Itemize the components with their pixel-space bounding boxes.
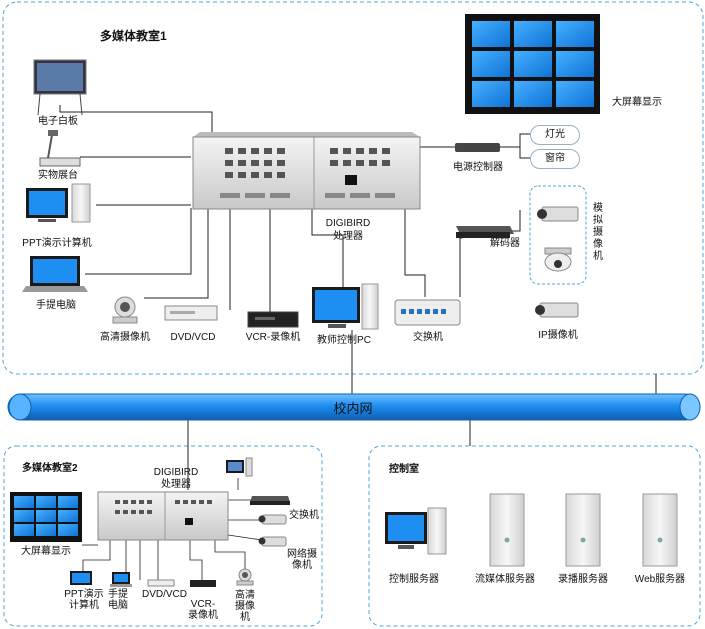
power-controller-label: 电源控制器 [453,162,503,173]
recording-server-icon [565,493,601,567]
hd-camera-2-label: 高清摄像机 [235,590,255,623]
analog-camera-label: 模拟摄像机 [593,203,603,262]
recording-server-label: 录播服务器 [558,574,608,585]
decoder-label: 解码器 [490,238,520,249]
vcr-2-icon [190,580,216,587]
analog-camera-group [529,185,587,285]
analog-camera-box-icon [537,206,579,222]
dvd-icon [164,305,218,321]
teacher-pc-label: 教师控制PC [317,335,371,346]
net-camera-2a-icon [258,514,287,525]
campus-network-pipe [7,393,701,421]
hd-camera-2-icon [236,568,254,586]
curtain-label: 窗帘 [530,149,580,169]
power-controller-icon [455,143,500,152]
ip-camera-icon [535,302,579,318]
laptop-label: 手提电脑 [36,300,76,311]
ppt-pc-2-label: PPT演示计算机 [64,589,104,611]
classroom1-title: 多媒体教室1 [100,29,167,43]
big-screen-2-label: 大屏幕显示 [21,546,71,557]
web-server-icon [642,493,678,567]
processor-2-label-line1: DIGIBIRD [153,467,199,478]
dvd-2-icon [147,579,175,587]
analog-camera-dome-icon [544,247,572,272]
hd-camera-icon [112,296,138,324]
streaming-server-label: 流媒体服务器 [475,574,535,585]
teacher-pc-icon [312,283,379,330]
control-server-label: 控制服务器 [389,574,439,585]
classroom2-title: 多媒体教室2 [22,463,78,474]
decoder-icon [456,226,514,238]
control-server-icon [385,507,447,555]
whiteboard-icon [33,59,87,116]
processor-2-label-line2: 处理器 [161,479,191,490]
vcr-2-label: VCR-录像机 [188,599,218,621]
vcr-label: VCR-录像机 [245,332,301,343]
big-screen-2 [10,492,82,542]
switch-label: 交换机 [413,332,443,343]
visualizer-label: 实物展台 [38,170,78,181]
vcr-icon [247,311,299,328]
net-camera-2-label: 网络摄像机 [287,549,317,571]
net-camera-2b-icon [258,536,287,547]
processor-1-label-line1: DIGIBIRD [325,218,371,229]
big-screen-1-label: 大屏幕显示 [612,97,662,108]
big-screen-1 [465,14,600,114]
laptop-icon [22,256,88,292]
processor-1-label-line2: 处理器 [333,231,363,242]
dvd-label: DVD/VCD [170,332,216,343]
campus-network-label: 校内网 [333,401,373,416]
control-room-region [368,445,701,627]
web-server-label: Web服务器 [634,574,686,585]
processor-2-rack [97,491,229,541]
switch-2-icon [250,496,290,505]
hd-camera-label: 高清摄像机 [100,332,150,343]
light-label: 灯光 [530,125,580,145]
ppt-pc-2-icon [70,571,92,585]
switch-2-label: 交换机 [289,510,319,521]
streaming-server-icon [489,493,525,567]
classroom1-region [2,1,704,375]
processor-1-rack [192,132,421,210]
switch-icon [394,299,461,326]
laptop-2-icon [110,572,132,587]
visualizer-icon [39,130,81,167]
laptop-2-label: 手提电脑 [108,589,128,611]
classroom2-region [3,445,323,627]
dvd-2-label: DVD/VCD [142,589,188,600]
ppt-pc-label: PPT演示计算机 [22,238,92,249]
ip-camera-label: IP摄像机 [538,330,578,341]
monitor-2-icon [226,457,253,477]
ppt-pc-icon [26,183,91,223]
control-room-title: 控制室 [389,464,419,475]
whiteboard-label: 电子白板 [38,116,78,127]
